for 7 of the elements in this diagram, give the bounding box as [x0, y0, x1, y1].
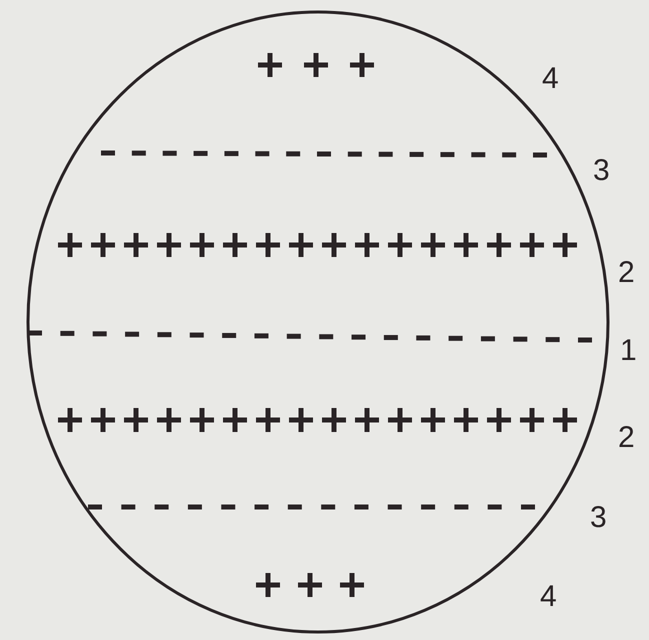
zone-number: 2: [618, 258, 635, 288]
zone-number: 1: [620, 336, 637, 366]
zone-number: 3: [590, 503, 607, 533]
zone-number: 3: [593, 156, 610, 186]
zone-number: 4: [540, 582, 557, 612]
zone-number: 4: [542, 64, 559, 94]
zone-number: 2: [618, 423, 635, 453]
